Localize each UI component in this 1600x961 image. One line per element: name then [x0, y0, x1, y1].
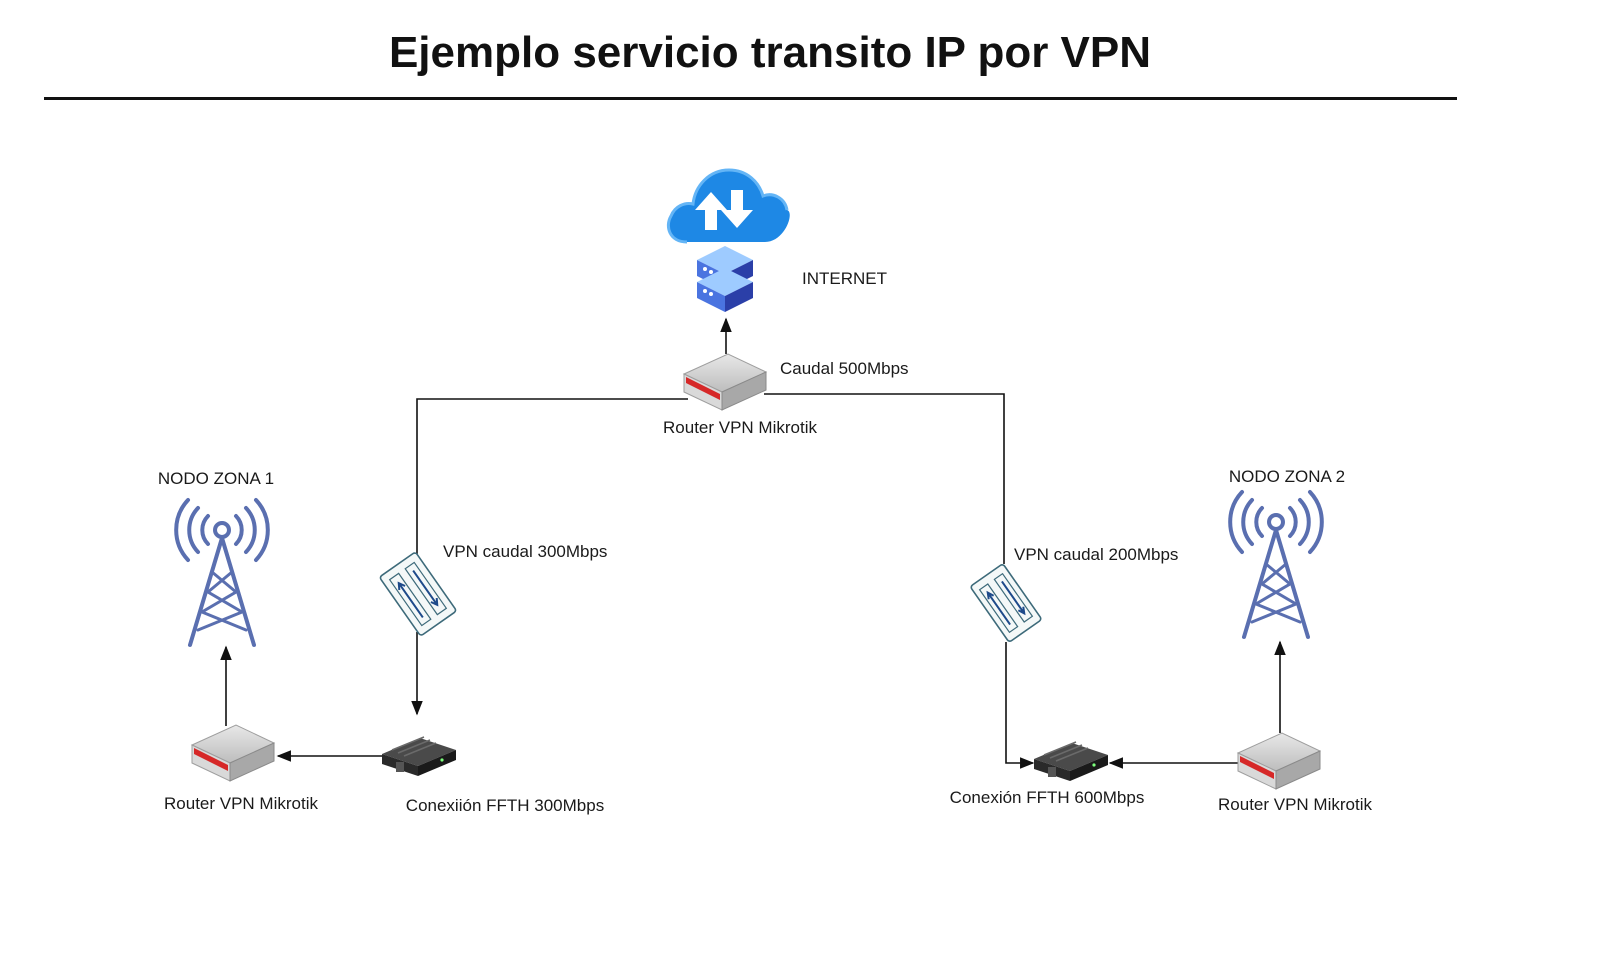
vpn-left-label: VPN caudal 300Mbps	[443, 542, 608, 561]
core-to-right-vpn-line	[764, 393, 1005, 564]
antenna-tower-icon	[1228, 490, 1324, 639]
tower-left-label: NODO ZONA 1	[157, 469, 275, 488]
router-icon	[682, 353, 768, 411]
title-divider	[44, 97, 1457, 100]
antenna-tower-icon	[174, 498, 270, 647]
vpn-right-label: VPN caudal 200Mbps	[1014, 545, 1179, 564]
vpn-tunnel-icon	[970, 564, 1042, 642]
vpn-tunnel-icon	[379, 552, 457, 636]
cloud-updown-icon	[666, 168, 790, 244]
connectors	[220, 317, 1286, 769]
ont-right-label: Conexión FFTH 600Mbps	[949, 788, 1145, 807]
router-icon	[1236, 732, 1322, 790]
router-left-label: Router VPN Mikrotik	[164, 794, 318, 813]
page-title: Ejemplo servicio transito IP por VPN	[388, 28, 1152, 77]
ont-left-label: Conexiión FFTH 300Mbps	[405, 796, 605, 815]
core-to-left-vpn-line	[416, 398, 688, 557]
modem-icon	[1034, 741, 1108, 781]
core-router-label: Router VPN Mikrotik	[663, 418, 817, 437]
modem-icon	[382, 736, 456, 776]
tower-right-label: NODO ZONA 2	[1228, 467, 1346, 486]
router-right-label: Router VPN Mikrotik	[1218, 795, 1372, 814]
internet-label: INTERNET	[802, 269, 887, 288]
server-stack-icon	[697, 246, 753, 312]
core-caudal-label: Caudal 500Mbps	[780, 359, 909, 378]
right-vpn-to-ont-arrow	[1005, 642, 1035, 769]
router-icon	[190, 724, 276, 782]
